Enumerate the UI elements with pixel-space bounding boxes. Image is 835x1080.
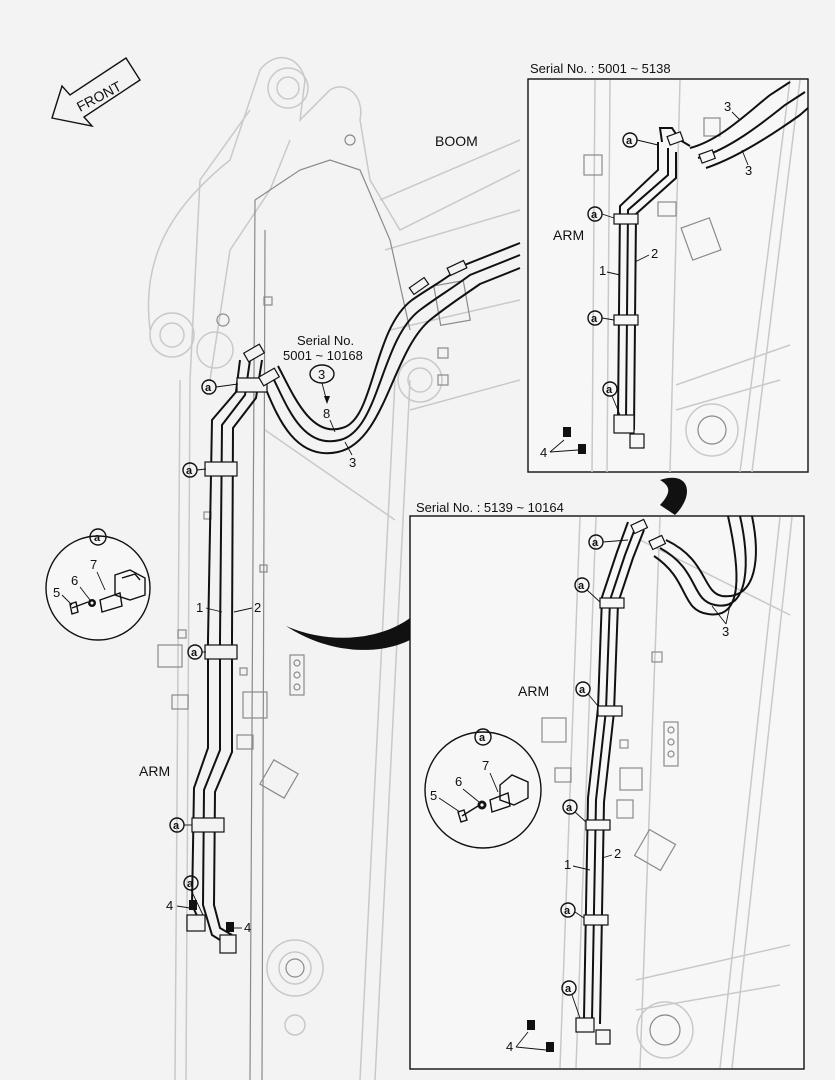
a-marker: a: [560, 902, 585, 919]
callout-4: 4: [166, 898, 173, 913]
a-marker: a: [183, 875, 204, 916]
a-marker: a: [587, 206, 615, 222]
svg-text:a: a: [566, 802, 573, 814]
circled-callout-text: 3: [318, 367, 325, 382]
hose-assembly-main: [261, 242, 521, 455]
inset-detail-callout-7: 7: [482, 758, 489, 773]
svg-text:a: a: [565, 983, 572, 995]
inset-top-callout-3: 3: [745, 163, 752, 178]
inset-bottom: Serial No. : 5139 ~ 10164: [409, 500, 805, 1070]
pipe-assembly-main: [186, 343, 281, 954]
callout-2: 2: [254, 600, 261, 615]
inset-bottom-title: Serial No. : 5139 ~ 10164: [416, 500, 564, 515]
svg-text:a: a: [579, 684, 586, 696]
a-marker: a: [182, 462, 207, 478]
inset-top-callout-1: 1: [599, 263, 606, 278]
inset-top: Serial No. : 5001 ~ 5138 A: [527, 61, 809, 473]
arm-label: ARM: [139, 763, 170, 779]
svg-text:a: a: [191, 647, 198, 659]
detail-callout-6: 6: [71, 573, 78, 588]
inset-bottom-arm-label: ARM: [518, 683, 549, 699]
inset-bottom-pointer: [286, 618, 410, 650]
detail-callout-7: 7: [90, 557, 97, 572]
a-marker: a: [588, 534, 629, 550]
svg-text:a: a: [186, 465, 193, 477]
inset-top-arm-label: ARM: [553, 227, 584, 243]
front-direction-arrow: FRONT: [51, 57, 141, 128]
callout-3: 3: [349, 455, 356, 470]
a-marker: a: [562, 799, 587, 823]
pipe-clamp: [236, 377, 268, 393]
inset-top-pointer: [660, 477, 687, 515]
callout-1: 1: [196, 600, 203, 615]
inset-detail-a-marker: a: [479, 732, 486, 744]
a-marker: a: [187, 644, 206, 660]
serial-caption-line1: Serial No.: [297, 333, 354, 348]
detail-a-marker: a: [94, 532, 101, 544]
svg-text:a: a: [591, 209, 598, 221]
inset-top-title: Serial No. : 5001 ~ 5138: [530, 61, 671, 76]
boom-label: BOOM: [435, 133, 478, 149]
a-marker: a: [587, 310, 615, 326]
svg-text:a: a: [564, 905, 571, 917]
inset-detail-callout-5: 5: [430, 788, 437, 803]
svg-text:a: a: [626, 135, 633, 147]
inset-bottom-callout-3: 3: [722, 624, 729, 639]
inset-bottom-callout-2: 2: [614, 846, 621, 861]
callout-4: 4: [244, 920, 251, 935]
pipe-clamp: [204, 461, 238, 477]
inset-bottom-callout-4: 4: [506, 1039, 513, 1054]
svg-text:a: a: [187, 878, 194, 890]
svg-text:a: a: [591, 313, 598, 325]
callout-8: 8: [323, 406, 330, 421]
svg-text:a: a: [578, 580, 585, 592]
inset-top-callout-4: 4: [540, 445, 547, 460]
svg-text:a: a: [173, 820, 180, 832]
svg-text:a: a: [592, 537, 599, 549]
main-labels: BOOM ARM Serial No. 5001 ~ 10168 3 8 3 1…: [139, 133, 478, 935]
inset-detail-callout-6: 6: [455, 774, 462, 789]
a-marker: a: [622, 132, 659, 148]
a-marker: a: [201, 379, 239, 395]
pipe-clamp: [191, 817, 225, 833]
detail-callout-5: 5: [53, 585, 60, 600]
a-marker: a: [575, 681, 599, 707]
inset-detail-a-circle: [424, 731, 542, 849]
inset-top-callout-2: 2: [651, 246, 658, 261]
a-marker: a: [574, 577, 601, 603]
pipe-clamp: [204, 644, 238, 660]
inset-bottom-callout-1: 1: [564, 857, 571, 872]
detail-a-circle: a 5 6 7: [45, 528, 151, 641]
a-marker: a: [561, 980, 581, 1019]
a-marker: a: [169, 817, 192, 833]
a-marker: a: [602, 381, 621, 416]
serial-caption-line2: 5001 ~ 10168: [283, 348, 363, 363]
svg-text:a: a: [205, 382, 212, 394]
svg-text:a: a: [606, 384, 613, 396]
inset-top-callout-3: 3: [724, 99, 731, 114]
